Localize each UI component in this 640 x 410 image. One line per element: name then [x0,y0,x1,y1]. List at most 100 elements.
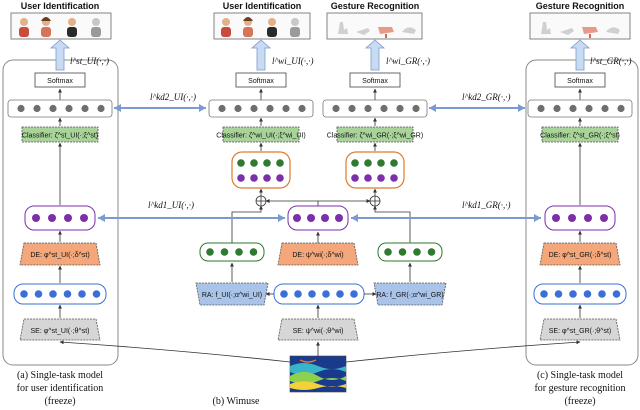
feature-dot [250,159,258,167]
feature-dot [81,104,89,113]
feature-dot [335,214,343,222]
feature-dot [307,214,315,222]
loss-kd1-gr-label: l^kd1_GR(·,·) [462,200,511,210]
feature-dot [364,174,372,182]
feature-dot [80,214,88,222]
blue-feature-rows [13,283,627,305]
gray-dot-group [17,104,625,113]
hand-icon [338,22,348,34]
feature-dot [583,290,592,298]
output-arrow-right [569,39,591,71]
feature-dot [540,290,548,298]
feature-dot [398,248,407,256]
ra-label-right: RA: f_GR(·;α^wi_GR) [376,292,443,299]
purple-feature-center [287,205,349,231]
kd1-arrowheads [98,214,541,222]
feature-dot [237,159,245,167]
hand-icon [582,27,598,38]
feature-dot [350,290,358,298]
feature-dot [276,159,284,167]
feature-dot [266,104,274,113]
feature-dot [396,104,404,113]
feature-dot [64,214,72,222]
softmax-box-left [34,72,86,88]
softmax-box-center-left [235,72,287,88]
purple-feature-rows [24,205,616,231]
caption-c-line2: for gesture recognition [534,383,625,394]
feature-dot [298,104,306,113]
person-icon [91,18,101,37]
feature-dot [49,104,57,113]
feature-dot [206,248,214,256]
de-label-right: DE: φ^st_GR(·;δ^st) [549,252,612,259]
feature-dot [34,290,43,298]
fusion-lines [231,188,411,243]
ra-arrows [230,262,412,282]
softmax-label: Softmax [248,78,274,85]
caption-c-line3: (freeze) [564,396,595,407]
ra-blocks: RA: f_UI(·;α^wi_UI) RA: f_GR(·;α^wi_GR) [195,282,447,306]
feature-dot [412,104,420,113]
title-user-identification-center: User Identification [223,1,302,11]
ra-label-left: RA: f_UI(·;α^wi_UI) [202,292,262,299]
classifier-box-left [21,126,99,143]
feature-dot [263,174,271,182]
feature-dot [17,104,25,113]
output-row-center-left [208,99,314,118]
feature-dot [218,104,226,113]
loss-wi-ui-label: l^wi_UI(·,·) [272,56,314,66]
feature-dot [294,290,302,298]
caption-a-line2: for user identification [17,383,104,394]
person-icon [67,18,77,37]
classifier-label-center-left: Classifier: ζ^wi_UI(·;ξ^wi_UI) [216,133,305,140]
person-icon [19,18,29,37]
softmax-box-right [554,72,606,88]
feature-dot [427,248,436,256]
softmax-label: Softmax [567,78,593,85]
wifi-signal-image [289,355,347,393]
se-block-center [277,318,359,341]
task-feature-ui [231,151,291,189]
se-block-left [19,318,101,341]
feature-dot [377,159,385,167]
feature-dot [413,248,421,256]
gesture-image-center [326,12,423,40]
feature-dot [293,214,301,222]
green-feature-left [199,242,265,262]
green-feature-rows [199,242,443,262]
feature-dot [321,214,329,222]
se-blocks: SE: φ^st_UI(·;θ^st) SE: ψ^wi(·;θ^wi) SE:… [19,318,621,341]
feature-dot [249,248,258,256]
feature-dot [33,104,41,113]
feature-dot [235,248,243,256]
feature-dot [598,290,606,298]
feature-dot [351,174,359,182]
feature-dot [612,290,621,298]
classifier-label-right: Classifier: ζ^st_GR(·;ξ^st) [540,133,620,140]
feature-dot [32,214,40,222]
feature-dot [250,174,258,182]
loss-st-ui-label: l^st_UI(·,·) [70,56,109,66]
person-icon [267,18,277,37]
se-label-left: SE: φ^st_UI(·;θ^st) [31,328,90,335]
blue-feature-right [533,283,627,305]
feature-dot [569,104,577,113]
hand-icon [541,22,551,34]
person-icon [243,17,253,37]
feature-dot [364,159,372,167]
de-block-right [539,242,621,266]
person-icon [221,18,231,37]
softmax-label: Softmax [47,78,73,85]
title-gesture-recognition-center: Gesture Recognition [331,1,420,11]
loss-st-gr-label: l^st_GR(·,·) [590,56,632,66]
feature-dot [377,174,385,182]
feature-dot [332,104,340,113]
person-icon [41,17,51,37]
feature-dot [554,290,563,298]
loss-wi-gr-label: l^wi_GR(·,·) [386,56,430,66]
se-block-right [539,318,621,341]
feature-dot [276,174,284,182]
caption-c-line1: (c) Single-task model [537,370,623,381]
output-row-left [7,99,113,118]
